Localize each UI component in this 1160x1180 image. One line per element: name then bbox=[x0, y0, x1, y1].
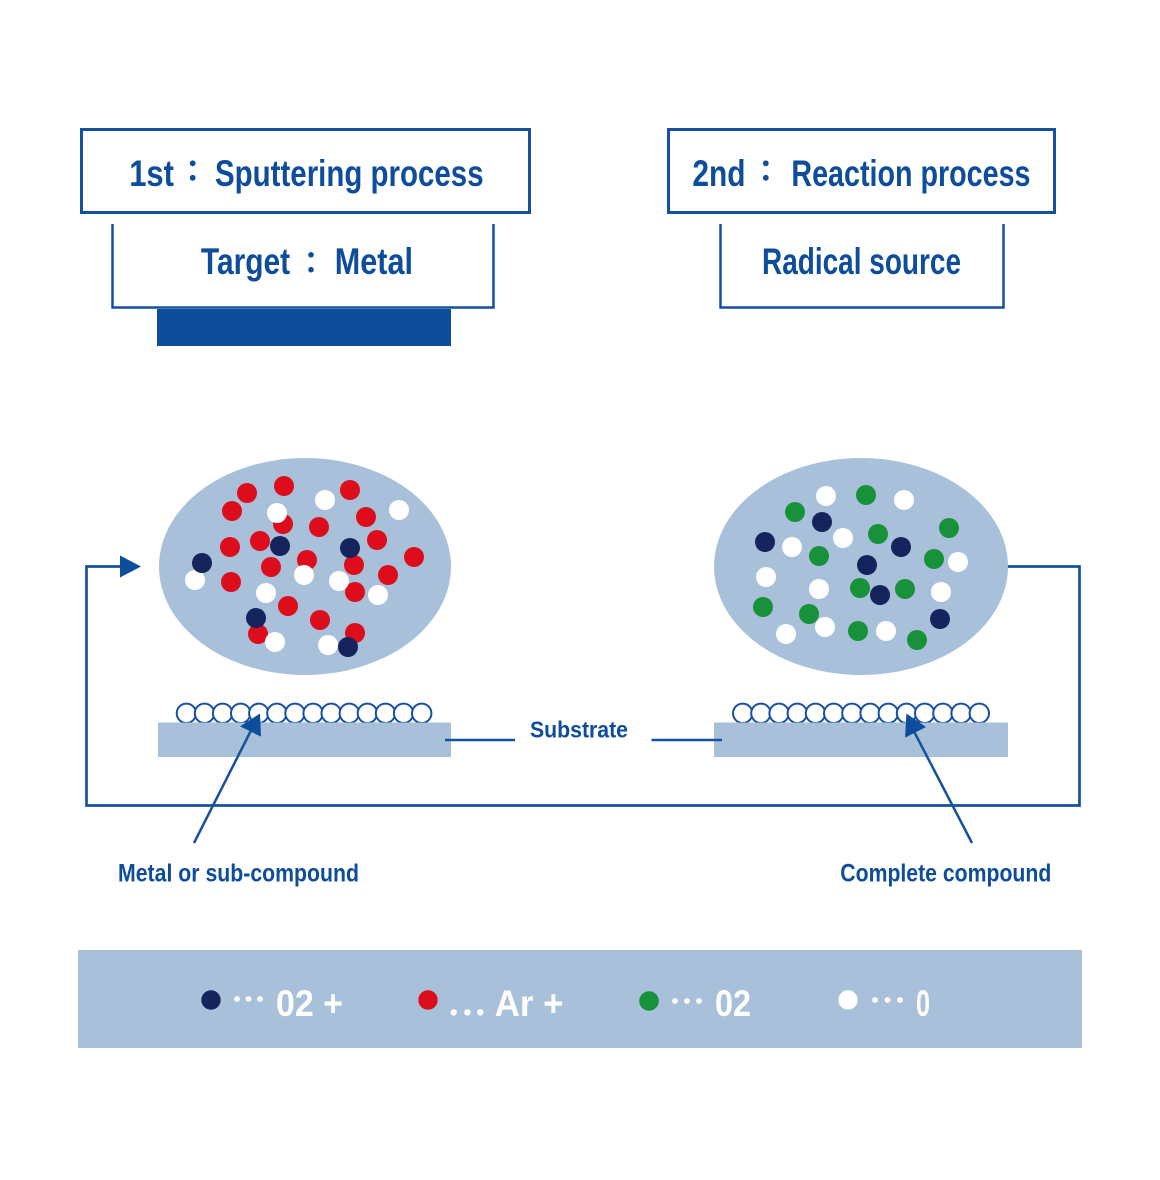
svg-text:Complete compound: Complete compound bbox=[840, 860, 1051, 888]
svg-text:1st: 1st bbox=[129, 153, 174, 194]
svg-text:Reaction process: Reaction process bbox=[791, 153, 1030, 194]
svg-text:0: 0 bbox=[916, 982, 930, 1024]
svg-text:Sputtering process: Sputtering process bbox=[215, 153, 484, 194]
svg-text:Target: Target bbox=[201, 241, 290, 282]
svg-text:Metal or sub-compound: Metal or sub-compound bbox=[118, 860, 359, 888]
svg-text:Metal: Metal bbox=[335, 241, 413, 282]
svg-text:Substrate: Substrate bbox=[530, 717, 628, 743]
svg-text:Radical source: Radical source bbox=[762, 241, 961, 282]
svg-text:Ar +: Ar + bbox=[495, 982, 564, 1024]
svg-text:02 +: 02 + bbox=[276, 982, 343, 1024]
svg-text:2nd: 2nd bbox=[692, 153, 745, 194]
svg-text:02: 02 bbox=[715, 982, 751, 1024]
